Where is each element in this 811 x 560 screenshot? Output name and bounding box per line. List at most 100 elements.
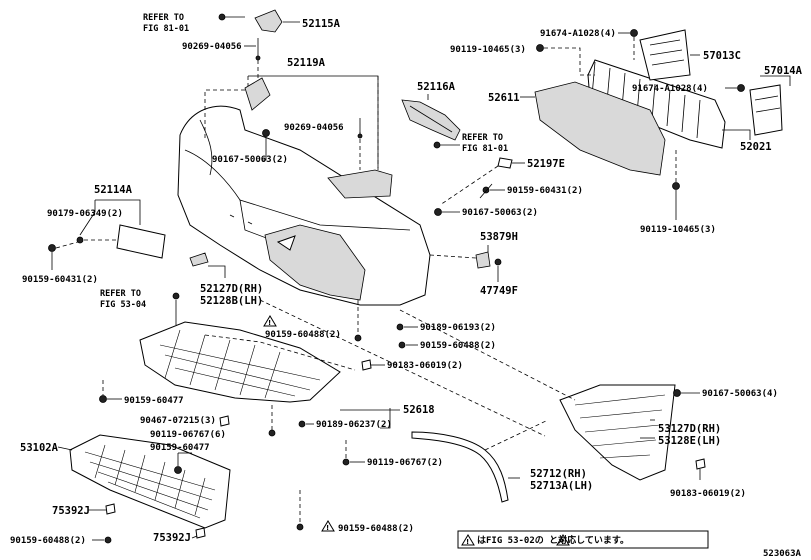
bracket-53879H	[429, 245, 502, 282]
refer-fig-81-01-b-line2: FIG 81-01	[462, 144, 508, 154]
label-53127D: 53127D(RH)	[658, 423, 721, 435]
bracket-52116A	[401, 94, 461, 149]
screw-90159-60477-b	[174, 452, 192, 474]
refer-fig-81-01-b-line1: REFER TO	[462, 133, 503, 143]
screw-90159-60488-d: !	[296, 490, 335, 532]
label-52618: 52618	[403, 404, 435, 416]
label-90159-60488-d: 90159-60488(2)	[338, 524, 414, 534]
stud-90269-b	[357, 118, 363, 139]
label-57013C: 57013C	[703, 50, 741, 62]
label-90119-10465-a: 90119-10465(3)	[450, 45, 526, 55]
label-53128E: 53128E(LH)	[658, 435, 721, 447]
label-52115A: 52115A	[302, 18, 341, 30]
refer-fig-53-04-line1: REFER TO	[100, 289, 141, 299]
label-57014A: 57014A	[764, 65, 803, 77]
clip-52197E	[439, 157, 525, 206]
label-52021: 52021	[740, 141, 772, 153]
label-52712: 52712(RH)	[530, 468, 587, 480]
label-90183-a: 90183-06019(2)	[387, 361, 463, 371]
note-text: はFIG 53-02の と対応しています。	[477, 534, 629, 546]
clip-90467	[219, 415, 230, 427]
label-52713A: 52713A(LH)	[530, 480, 593, 492]
clip-75392J	[88, 503, 206, 539]
dash-leader-cover	[204, 334, 356, 371]
label-52114A: 52114A	[94, 184, 133, 196]
label-52127D: 52127D(RH)	[200, 283, 263, 295]
refer-fig-81-01-a-line2: FIG 81-01	[143, 24, 189, 34]
clip-90183-a	[361, 359, 385, 371]
label-75392J-a: 75392J	[52, 505, 90, 517]
label-90159-60488-b: 90159-60488(2)	[420, 341, 496, 351]
label-90269-b: 90269-04056	[284, 123, 344, 133]
label-90119-06767-a: 90119-06767(6)	[150, 430, 226, 440]
reinforcement-52021	[587, 59, 751, 149]
label-52119A-leader	[247, 75, 379, 170]
label-90159-60431-b: 90159-60431(2)	[22, 275, 98, 285]
label-90269-a: 90269-04056	[182, 42, 242, 52]
label-90189-06193: 90189-06193(2)	[420, 323, 496, 333]
label-53102A: 53102A	[20, 442, 59, 454]
screw-90167-b	[434, 208, 460, 216]
label-52116A: 52116A	[417, 81, 456, 93]
label-90119-10465-b: 90119-10465(3)	[640, 225, 716, 235]
label-90183-b: 90183-06019(2)	[670, 489, 746, 499]
label-91674-b: 91674-A1028(4)	[632, 84, 708, 94]
bracket-57013C	[639, 29, 700, 81]
side-grille-53127D	[559, 384, 676, 481]
screw-90159-60431-a	[479, 183, 505, 199]
bracket-57014A	[749, 75, 791, 136]
label-90167-b: 90167-50063(2)	[462, 208, 538, 218]
label-90159-60477-a: 90159-60477	[124, 396, 184, 406]
dash-leader-long	[259, 299, 546, 437]
clip-90183-b	[695, 458, 706, 480]
bolt-90119-06767-b	[342, 440, 365, 466]
screw-90159-60488-b	[398, 341, 418, 349]
refer-fig-53-04-line2: FIG 53-04	[100, 300, 146, 310]
bracket-52115A	[218, 9, 300, 33]
svg-text:!: !	[561, 538, 564, 546]
screw-90167-c	[673, 389, 700, 397]
bolt-90119-10465-a	[536, 44, 595, 76]
nut-91674-b	[725, 84, 745, 92]
label-90167-a: 90167-50063(2)	[212, 155, 288, 165]
label-90167-c: 90167-50063(4)	[702, 389, 778, 399]
label-90467: 90467-07215(3)	[140, 416, 216, 426]
label-52611: 52611	[488, 92, 520, 104]
under-cover-52618	[139, 292, 341, 403]
moulding-52712	[411, 419, 549, 503]
label-53879H: 53879H	[480, 231, 518, 243]
stud-90269-a	[204, 38, 271, 140]
label-90159-60488-c: 90159-60488(2)	[10, 536, 86, 546]
screw-90159-60477-a	[99, 380, 122, 403]
label-90159-60431-a: 90159-60431(2)	[507, 186, 583, 196]
label-90179: 90179-06349(2)	[47, 209, 123, 219]
label-90159-60477-b: 90159-60477	[150, 443, 210, 453]
label-90189-06237: 90189-06237(2)	[316, 420, 392, 430]
note-box: ! !	[457, 530, 709, 549]
label-75392J-b: 75392J	[153, 532, 191, 544]
dash-leader-grille	[399, 309, 576, 401]
bumper-cover	[177, 105, 431, 306]
label-90119-06767-b: 90119-06767(2)	[367, 458, 443, 468]
label-52119A: 52119A	[287, 57, 326, 69]
svg-text:!: !	[326, 524, 329, 532]
svg-text:!: !	[268, 319, 271, 327]
cover-52127D	[189, 252, 226, 278]
diagram-id: 523063A	[763, 549, 802, 559]
label-47749F: 47749F	[480, 285, 518, 297]
nut-91674-a	[618, 29, 638, 60]
label-52197E: 52197E	[527, 158, 565, 170]
label-90159-60488-a: 90159-60488(2)	[265, 330, 341, 340]
grille-53102A	[57, 434, 231, 529]
screw-90167-a	[262, 129, 270, 161]
svg-text:!: !	[466, 538, 469, 546]
screw-90189-06193	[396, 323, 418, 331]
screw-90159-60488-a	[354, 334, 362, 342]
refer-fig-81-01-a-line1: REFER TO	[143, 13, 184, 23]
bolt-90119-06767-a	[268, 405, 276, 437]
warning-icon-a: !	[263, 315, 277, 327]
screw-90189-06237	[298, 408, 391, 429]
bolt-90119-10465-b	[672, 150, 680, 220]
label-91674-a: 91674-A1028(4)	[540, 29, 616, 39]
